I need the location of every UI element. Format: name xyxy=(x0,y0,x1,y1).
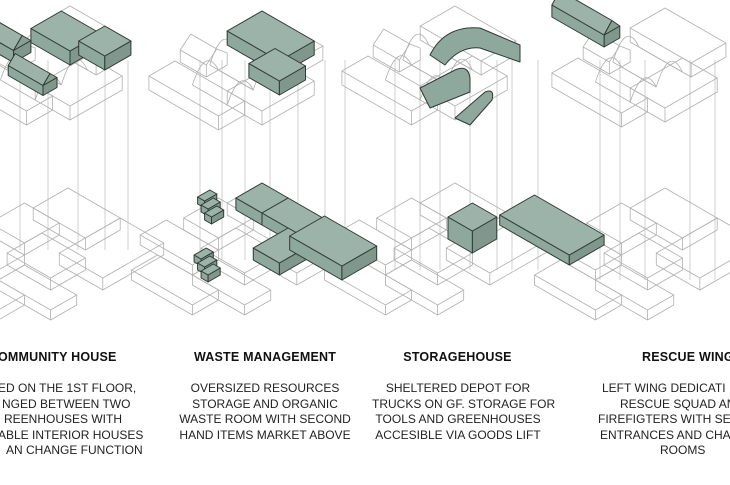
panel-4-line-1: LEFT WING DEDICATI xyxy=(602,381,726,395)
panel-1-line-5: AN CHANGE FUNCTION xyxy=(6,443,143,457)
panel-1-title: OMMUNITY HOUSE xyxy=(0,350,117,364)
ground-block-front xyxy=(0,264,78,321)
ground-block-back xyxy=(629,187,719,251)
waste-upper-market-2 xyxy=(248,48,306,96)
upper-greenhouse-front xyxy=(192,60,254,106)
ground-block-right xyxy=(58,217,165,291)
ground-block-front xyxy=(594,264,675,321)
panel-4-line-3: FIREFIGTERS WITH SEP xyxy=(598,412,730,426)
upper-greenhouse-front xyxy=(595,57,657,103)
panel-2-description: OVERSIZED RESOURCES STORAGE AND ORGANIC … xyxy=(165,381,365,443)
panel-2-title: WASTE MANAGEMENT xyxy=(193,350,337,364)
upper-block-right xyxy=(629,57,719,123)
ground-block-bottom xyxy=(533,259,623,321)
panel-3-description: SHELTERED DEPOT FOR TRUCKS ON GF. STORAG… xyxy=(372,381,556,443)
panel-2-line-2: STORAGE AND ORGANIC xyxy=(192,396,338,411)
panel-3-line-2: TRUCKS ON GF. STORAGE FOR xyxy=(372,396,556,411)
ground-block-back xyxy=(32,187,122,251)
panel-2-line-3: WASTE ROOM WITH SECOND xyxy=(179,412,351,426)
panel-1-line-2: NGED BETWEEN TWO xyxy=(2,396,131,411)
waste-bin-3 xyxy=(204,205,225,225)
ground-block-left xyxy=(0,202,61,256)
panel-3-line-1: SHELTERED DEPOT FOR xyxy=(385,381,531,395)
upper-house-left xyxy=(179,33,228,78)
ground-block-left xyxy=(375,197,448,251)
ground-block-front-left xyxy=(0,240,26,280)
ground-block-bottom xyxy=(130,254,220,316)
panel-1-description: ED ON THE 1ST FLOOR, NGED BETWEEN TWO RE… xyxy=(0,381,143,459)
upper-greenhouse-back xyxy=(612,35,683,88)
panel-3-line-4: ACCESIBLE VIA GOODS LIFT xyxy=(375,427,541,442)
upper-block-back xyxy=(629,7,727,78)
panel-4-line-2: RESCUE SQUAD AN xyxy=(620,396,730,411)
upper-house-left xyxy=(372,28,421,73)
panel-3-title: STORAGEHOUSE xyxy=(403,350,512,364)
panel-3-line-3: TOOLS AND GREENHOUSES xyxy=(375,412,541,426)
panel-4-line-5: ROOMS xyxy=(660,443,706,457)
waste-bin-6 xyxy=(200,263,221,283)
ground-block-bottom xyxy=(0,280,26,320)
upper-block-front xyxy=(148,60,246,131)
community-house-house-front xyxy=(7,53,58,96)
panel-1-line-3: REENHOUSES WITH xyxy=(4,412,123,426)
panel-4-description: LEFT WING DEDICATI RESCUE SQUAD AN FIREF… xyxy=(598,381,730,459)
rescue-ground-wing xyxy=(499,194,605,266)
upper-block-front xyxy=(551,57,649,128)
ground-block-right xyxy=(655,217,730,291)
storage-greenhouses xyxy=(419,27,521,126)
storage-truck-depot xyxy=(289,215,378,281)
ground-block-front xyxy=(384,259,465,316)
storage-goods-lift xyxy=(447,202,498,254)
panel-2-line-4: HAND ITEMS MARKET ABOVE xyxy=(179,427,351,442)
rescue-upper-wing xyxy=(551,0,621,48)
panel-4-line-4: ENTRANCES AND CHA xyxy=(600,427,730,442)
community-house-upper-2 xyxy=(78,25,132,71)
panel-4-title: RESCUE WING xyxy=(642,350,730,364)
panel-1-line-4: ABLE INTERIOR HOUSES xyxy=(0,427,144,442)
panel-1-line-1: ED ON THE 1ST FLOOR, xyxy=(0,381,137,395)
panel-2-line-1: OVERSIZED RESOURCES xyxy=(190,381,340,395)
